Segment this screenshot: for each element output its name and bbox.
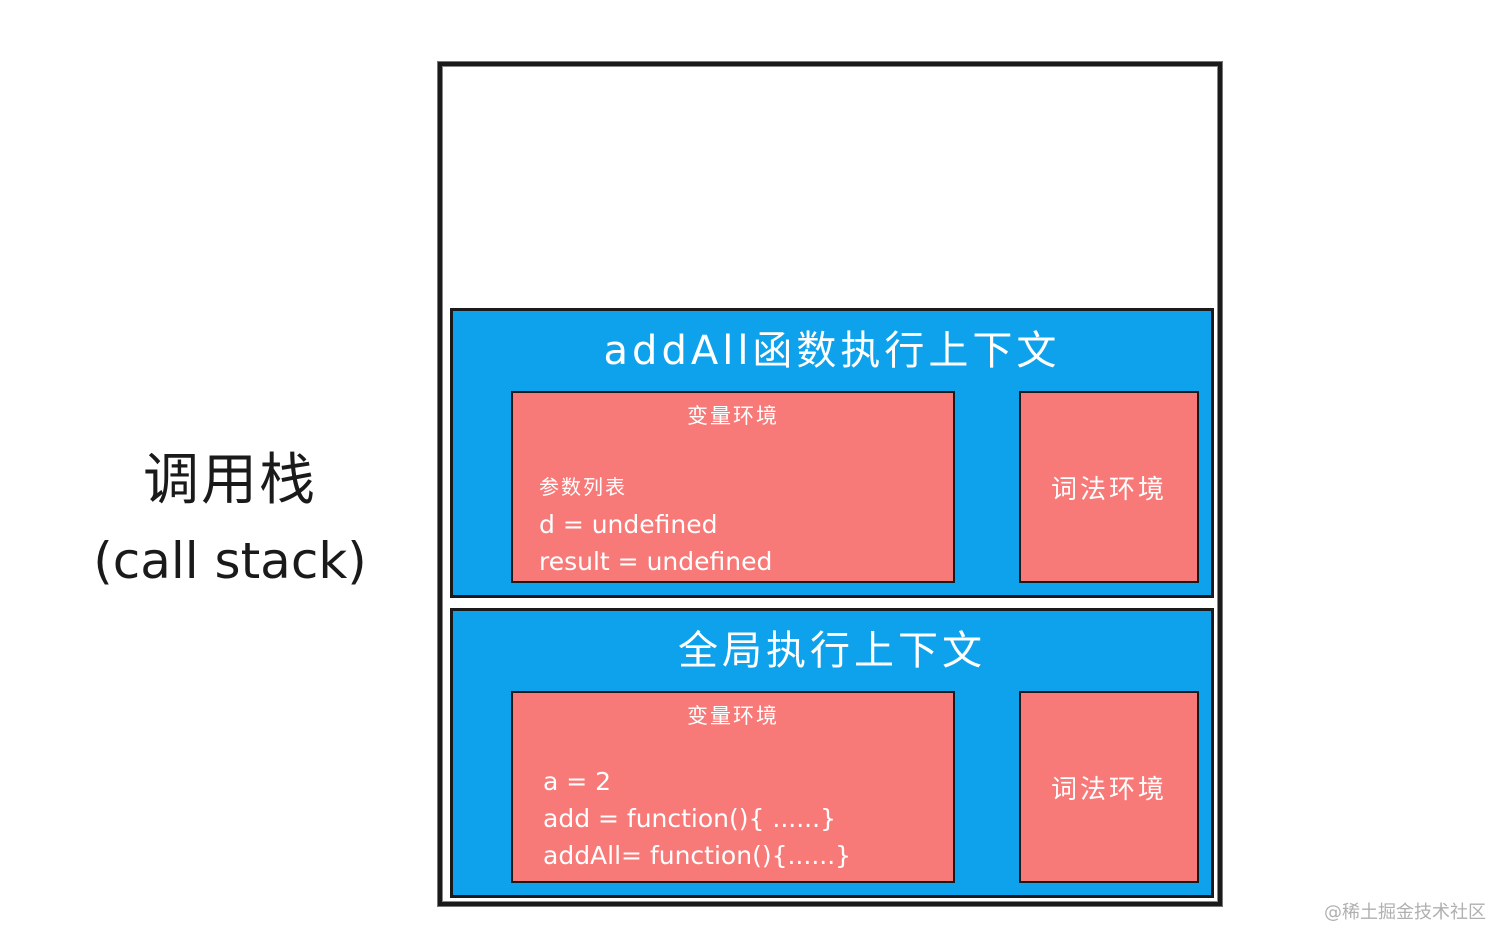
global-variable-line: a = 2 [543, 767, 612, 796]
global-variable-environment: 变量环境 a = 2 add = function(){ ......} add… [511, 691, 955, 883]
function-lexical-env-title: 词法环境 [1050, 475, 1167, 505]
global-lexical-environment: 词法环境 [1019, 691, 1199, 883]
function-variable-line: 参数列表 [539, 475, 627, 499]
global-lexical-env-title: 词法环境 [1050, 775, 1167, 805]
function-variable-environment: 变量环境 参数列表 d = undefined result = undefin… [511, 391, 955, 583]
function-context-title: addAll函数执行上下文 [603, 328, 1061, 374]
call-stack-label-zh: 调用栈 [143, 448, 317, 513]
function-variable-env-title: 变量环境 [687, 404, 779, 428]
global-variable-line: add = function(){ ......} [543, 804, 836, 833]
global-variable-env-title: 变量环境 [687, 704, 779, 728]
call-stack-label-en: (call stack) [93, 532, 367, 590]
call-stack-frame [438, 62, 1222, 906]
function-lexical-environment: 词法环境 [1019, 391, 1199, 583]
global-execution-context: 全局执行上下文 变量环境 a = 2 add = function(){ ...… [450, 608, 1214, 898]
watermark: @稀土掘金技术社区 [1324, 902, 1486, 923]
global-context-title: 全局执行上下文 [678, 628, 986, 674]
function-variable-line: d = undefined [539, 510, 718, 539]
function-execution-context: addAll函数执行上下文 变量环境 参数列表 d = undefined re… [450, 308, 1214, 598]
global-variable-env-lines: a = 2 add = function(){ ......} addAll= … [543, 763, 943, 874]
global-variable-line: addAll= function(){......} [543, 841, 852, 870]
function-variable-env-lines: 参数列表 d = undefined result = undefined [539, 469, 943, 580]
function-variable-line: result = undefined [539, 547, 773, 576]
